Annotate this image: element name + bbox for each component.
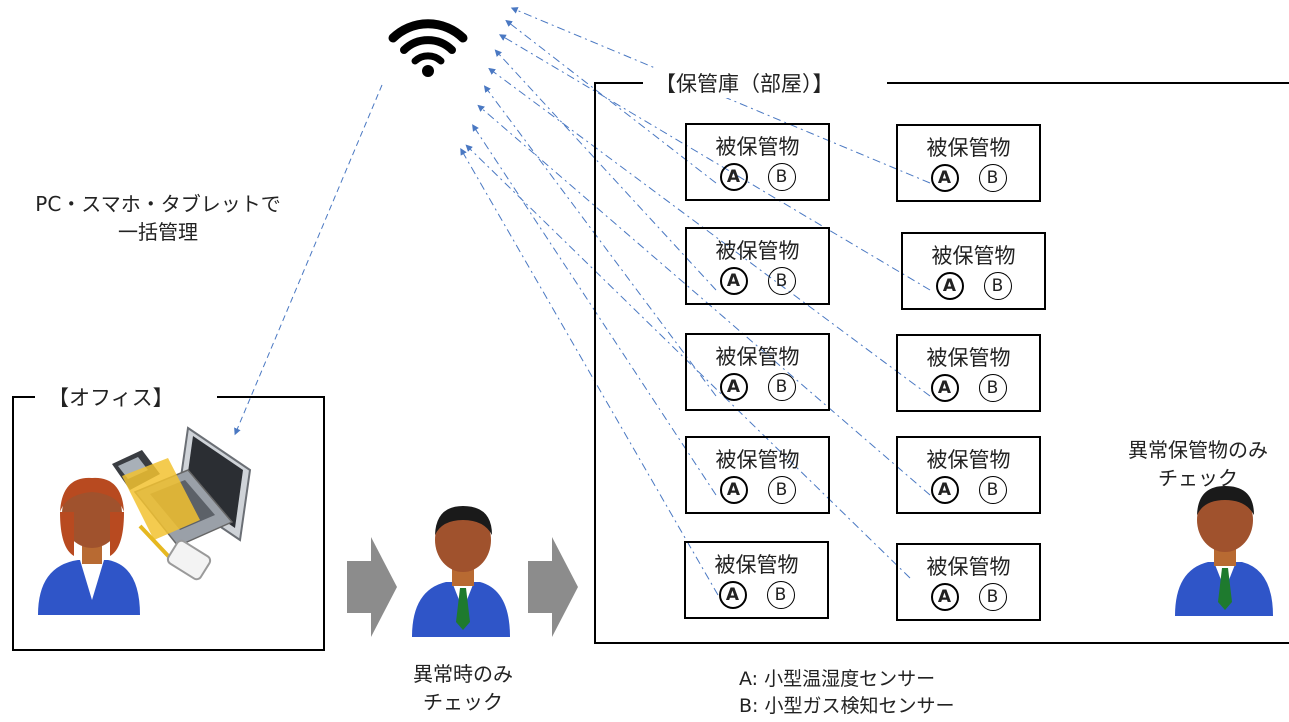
item-label: 被保管物 xyxy=(926,136,1011,160)
item-label: 被保管物 xyxy=(714,553,799,577)
signal-line xyxy=(510,7,931,184)
item-label: 被保管物 xyxy=(715,135,800,159)
sensor-a-icon: A xyxy=(930,164,959,192)
sensor-b-icon: B xyxy=(978,164,1007,192)
item-label: 被保管物 xyxy=(926,346,1011,370)
sensor-b-icon: B xyxy=(767,373,796,401)
office-title: 【オフィス】 xyxy=(42,382,180,412)
item-label: 被保管物 xyxy=(715,345,800,369)
worker-caption: 異常時のみ チェック xyxy=(413,662,513,714)
arrow-right-icon xyxy=(347,537,397,637)
item-label: 被保管物 xyxy=(715,239,800,263)
sensor-a-icon: A xyxy=(935,272,964,300)
person-icon xyxy=(1175,486,1273,616)
office-link-line xyxy=(234,84,383,436)
sensor-a-icon: A xyxy=(719,373,748,401)
sensor-a-icon: A xyxy=(930,476,959,504)
inspector-caption: 異常保管物のみ チェック xyxy=(1128,438,1268,490)
sensor-a-icon: A xyxy=(930,583,959,611)
sensor-a-icon: A xyxy=(719,163,748,191)
sensor-b-icon: B xyxy=(978,583,1007,611)
item-label: 被保管物 xyxy=(931,244,1016,268)
sensor-b-icon: B xyxy=(766,581,795,609)
sensor-b-icon: B xyxy=(983,272,1012,300)
person-icon xyxy=(412,506,510,637)
sensor-b-icon: B xyxy=(767,163,796,191)
item-label: 被保管物 xyxy=(715,448,800,472)
legend-a: A: 小型温湿度センサー xyxy=(739,668,936,690)
sensor-a-icon: A xyxy=(719,267,748,295)
item-label: 被保管物 xyxy=(926,555,1011,579)
arrow-right-icon xyxy=(528,537,578,637)
sensor-legend: A: 小型温湿度センサー B: 小型ガス検知センサー xyxy=(739,666,954,720)
sensor-b-icon: B xyxy=(978,476,1007,504)
sensor-b-icon: B xyxy=(767,267,796,295)
sensor-a-icon: A xyxy=(718,581,747,609)
sensor-a-icon: A xyxy=(930,374,959,402)
sensor-b-icon: B xyxy=(978,374,1007,402)
sensor-a-icon: A xyxy=(719,476,748,504)
legend-b: B: 小型ガス検知センサー xyxy=(739,695,955,717)
storage-room-title: 【保管庫（部屋）】 xyxy=(649,68,840,98)
wifi-icon xyxy=(388,19,468,77)
person-icon xyxy=(38,477,140,615)
sensor-b-icon: B xyxy=(767,476,796,504)
management-text: PC・スマホ・タブレットで 一括管理 xyxy=(35,192,281,244)
smartphone-icon xyxy=(166,539,212,581)
item-label: 被保管物 xyxy=(926,448,1011,472)
